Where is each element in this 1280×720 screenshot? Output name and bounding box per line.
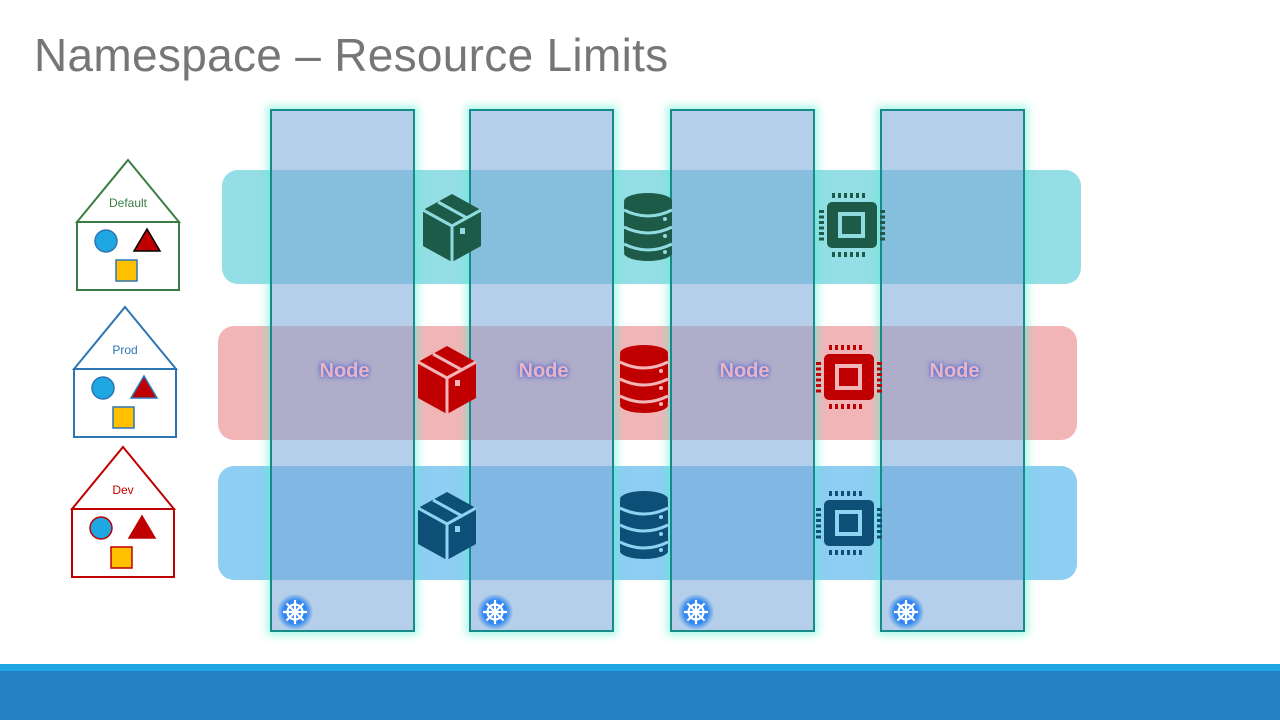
database-icon — [618, 490, 670, 565]
slide-title: Namespace – Resource Limits — [34, 29, 669, 81]
namespace-house-dev: Dev — [69, 445, 177, 584]
cpu-chip-icon — [815, 490, 883, 561]
namespace-house-default: Default — [74, 158, 182, 297]
kubernetes-helm-icon — [477, 594, 513, 630]
node-3 — [670, 109, 815, 632]
node-label: Node — [719, 360, 770, 382]
node-label: Node — [929, 360, 980, 382]
node-label: Node — [518, 360, 569, 382]
database-icon — [622, 192, 674, 267]
package-icon — [416, 344, 478, 421]
cpu-chip-icon — [815, 344, 883, 415]
kubernetes-helm-icon — [277, 594, 313, 630]
kubernetes-helm-icon — [888, 594, 924, 630]
database-icon — [618, 344, 670, 419]
namespace-label: Dev — [112, 483, 134, 497]
kubernetes-helm-icon — [678, 594, 714, 630]
footer-bar — [0, 671, 1280, 720]
node-label: Node — [319, 360, 370, 382]
cpu-chip-icon — [818, 192, 886, 263]
namespace-label: Default — [108, 196, 148, 210]
node-1 — [270, 109, 415, 632]
package-icon — [416, 490, 478, 567]
namespace-house-prod: Prod — [71, 305, 179, 444]
package-icon — [421, 192, 483, 269]
namespace-label: Prod — [112, 343, 138, 357]
footer-accent-bar — [0, 664, 1280, 671]
